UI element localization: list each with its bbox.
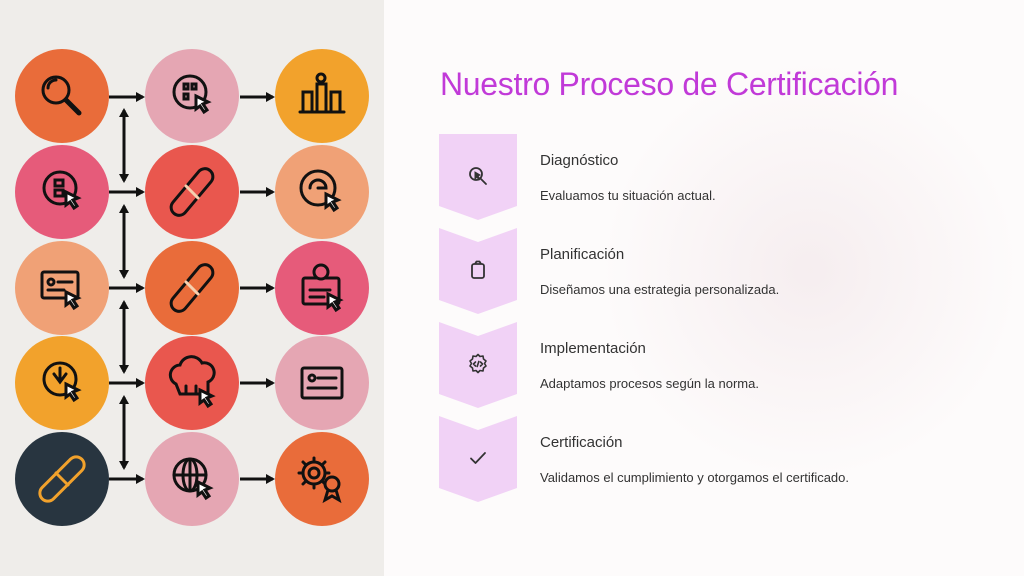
step-description: Evaluamos tu situación actual. <box>540 188 716 203</box>
circle-certificate <box>15 241 109 335</box>
circle-badge <box>275 241 369 335</box>
slide-title: Nuestro Proceso de Certificación <box>440 66 899 102</box>
circle-pill <box>145 241 239 335</box>
circle-pill <box>15 432 109 526</box>
circle-gear-badge <box>275 432 369 526</box>
circle-cursor-target <box>275 145 369 239</box>
chevron-shape <box>439 416 517 502</box>
step-title: Planificación <box>540 246 625 263</box>
code-gear-icon <box>469 353 487 374</box>
checkmark-icon <box>470 452 486 464</box>
circle-cursor-target <box>145 49 239 143</box>
step-title: Implementación <box>540 340 646 357</box>
circle-id-card <box>275 336 369 430</box>
step-implementacion: Implementación Adaptamos procesos según … <box>438 322 998 408</box>
search-cursor-icon <box>469 167 487 185</box>
circle-chef-hat <box>145 336 239 430</box>
circle-globe-cursor <box>145 432 239 526</box>
circle-magnifier <box>15 49 109 143</box>
step-description: Diseñamos una estrategia personalizada. <box>540 282 780 297</box>
background-glow <box>600 60 1020 480</box>
circle-pill <box>145 145 239 239</box>
step-diagnostico: Diagnóstico Evaluamos tu situación actua… <box>438 134 998 220</box>
circle-cursor-target <box>15 145 109 239</box>
horizontal-arrows <box>109 92 275 484</box>
step-description: Adaptamos procesos según la norma. <box>540 376 759 391</box>
circle-bar-chart <box>275 49 369 143</box>
step-planificacion: Planificación Diseñamos una estrategia p… <box>438 228 998 314</box>
step-description: Validamos el cumplimiento y otorgamos el… <box>540 470 850 485</box>
clipboard-icon <box>471 260 485 279</box>
process-icon-grid <box>0 0 384 576</box>
step-title: Certificación <box>540 434 623 451</box>
step-title: Diagnóstico <box>540 152 619 169</box>
circle-cursor-target <box>15 336 109 430</box>
chevron-shape <box>439 228 517 314</box>
step-certificacion: Certificación Validamos el cumplimiento … <box>438 416 998 502</box>
